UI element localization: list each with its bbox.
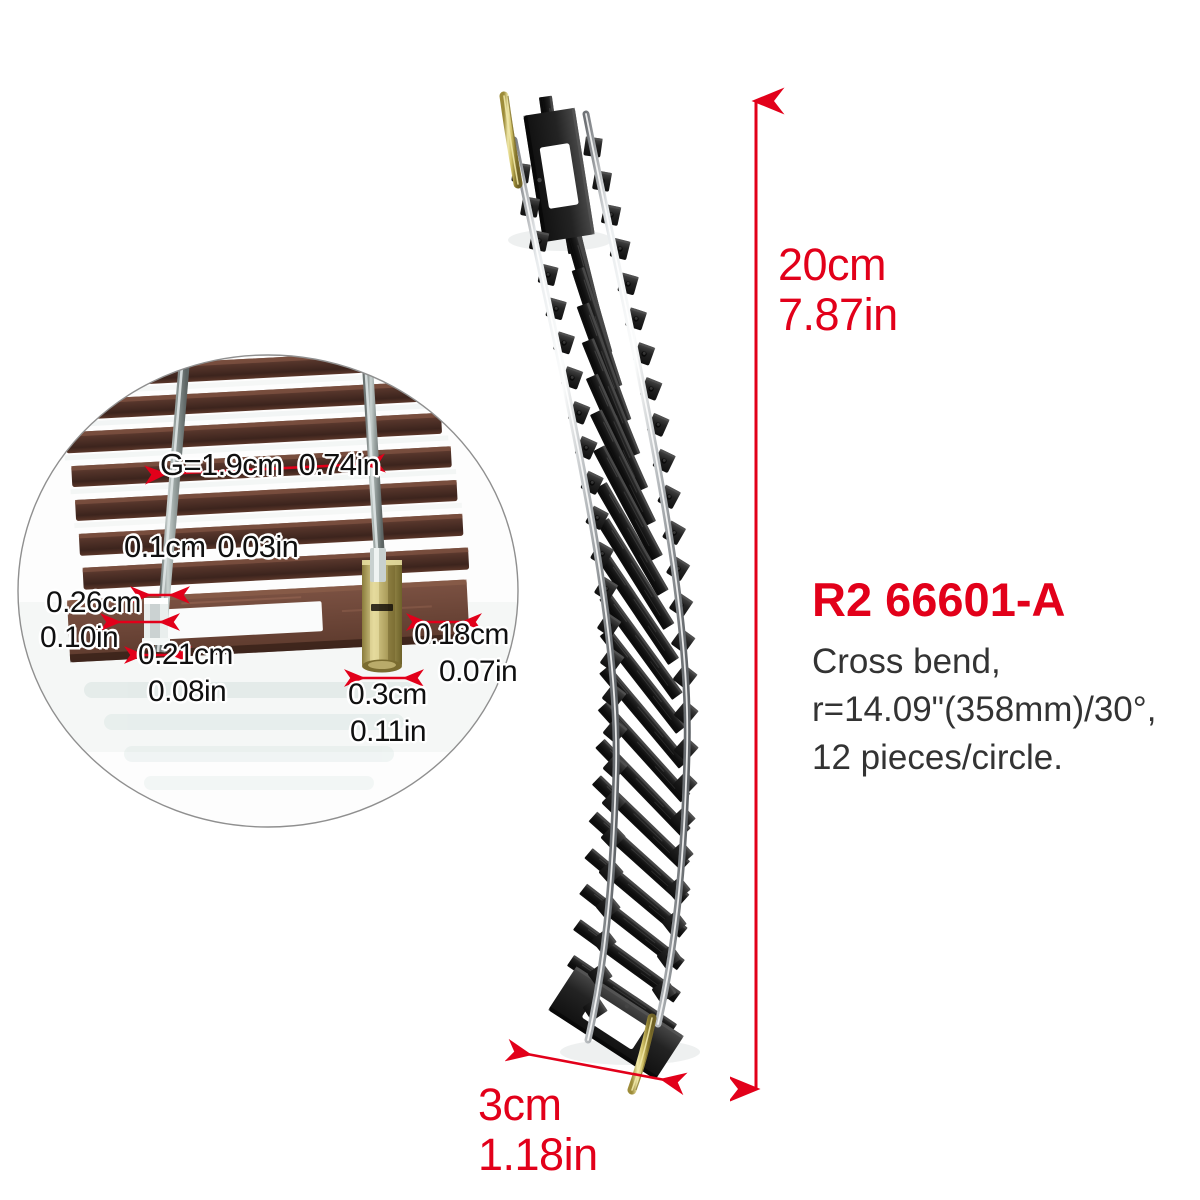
railhead-inch: 0.03in [217, 529, 299, 564]
width-dimension-arrow [505, 1038, 688, 1096]
brass-joiner-top [499, 91, 523, 189]
height-inch: 7.87in [778, 289, 898, 341]
basewidth-inch: 0.08in [148, 675, 227, 708]
gauge-cm: G=1.9cm [160, 447, 283, 482]
height-dimension-label: 20cm 7.87in [778, 239, 898, 341]
height-dimension-arrow [730, 87, 785, 1103]
railheight-inch: 0.10in [40, 621, 119, 654]
curved-track-illustration [499, 91, 700, 1095]
railhead-cm: 0.1cm [124, 529, 206, 564]
detail-label-joiner-height: 0.18cm 0.07in [414, 618, 518, 688]
joinerw-cm: 0.3cm [348, 678, 427, 711]
detail-label-base-width: 0.21cm 0.08in [138, 638, 233, 708]
product-description: Cross bend, r=14.09"(358mm)/30°, 12 piec… [812, 638, 1192, 781]
desc-line-3: 12 pieces/circle. [812, 737, 1063, 777]
joinerw-inch: 0.11in [350, 715, 427, 748]
railheight-cm: 0.26cm [46, 586, 141, 619]
joinerh-cm: 0.18cm [414, 618, 509, 651]
detail-brass-joiner [362, 548, 402, 673]
detail-label-joiner-width: 0.3cm 0.11in [348, 678, 427, 748]
joinerh-inch: 0.07in [439, 655, 518, 688]
desc-line-1: Cross bend, [812, 642, 1001, 682]
product-info-panel: R2 66601-A Cross bend, r=14.09"(358mm)/3… [812, 575, 1192, 781]
end-sleeper-top [523, 107, 595, 243]
callout-circle-border [17, 354, 519, 828]
detail-reflection [84, 682, 414, 790]
gauge-inch: 0.74in [298, 447, 380, 482]
width-cm: 3cm [478, 1079, 562, 1130]
product-code: R2 66601-A [812, 573, 1066, 626]
height-cm: 20cm [778, 239, 887, 290]
detail-label-gauge: G=1.9cm 0.74in [160, 447, 380, 482]
detail-magnifier-view [17, 354, 519, 828]
detail-dimension-arrows [100, 453, 482, 687]
detail-label-rail-head: 0.1cm 0.03in [124, 529, 299, 564]
desc-line-2: r=14.09"(358mm)/30°, [812, 689, 1157, 729]
width-dimension-label: 3cm 1.18in [478, 1079, 598, 1181]
product-photo-curved-track [480, 80, 760, 1100]
basewidth-cm: 0.21cm [138, 638, 233, 671]
detail-label-rail-height: 0.26cm 0.10in [40, 586, 141, 654]
width-inch: 1.18in [478, 1129, 598, 1181]
